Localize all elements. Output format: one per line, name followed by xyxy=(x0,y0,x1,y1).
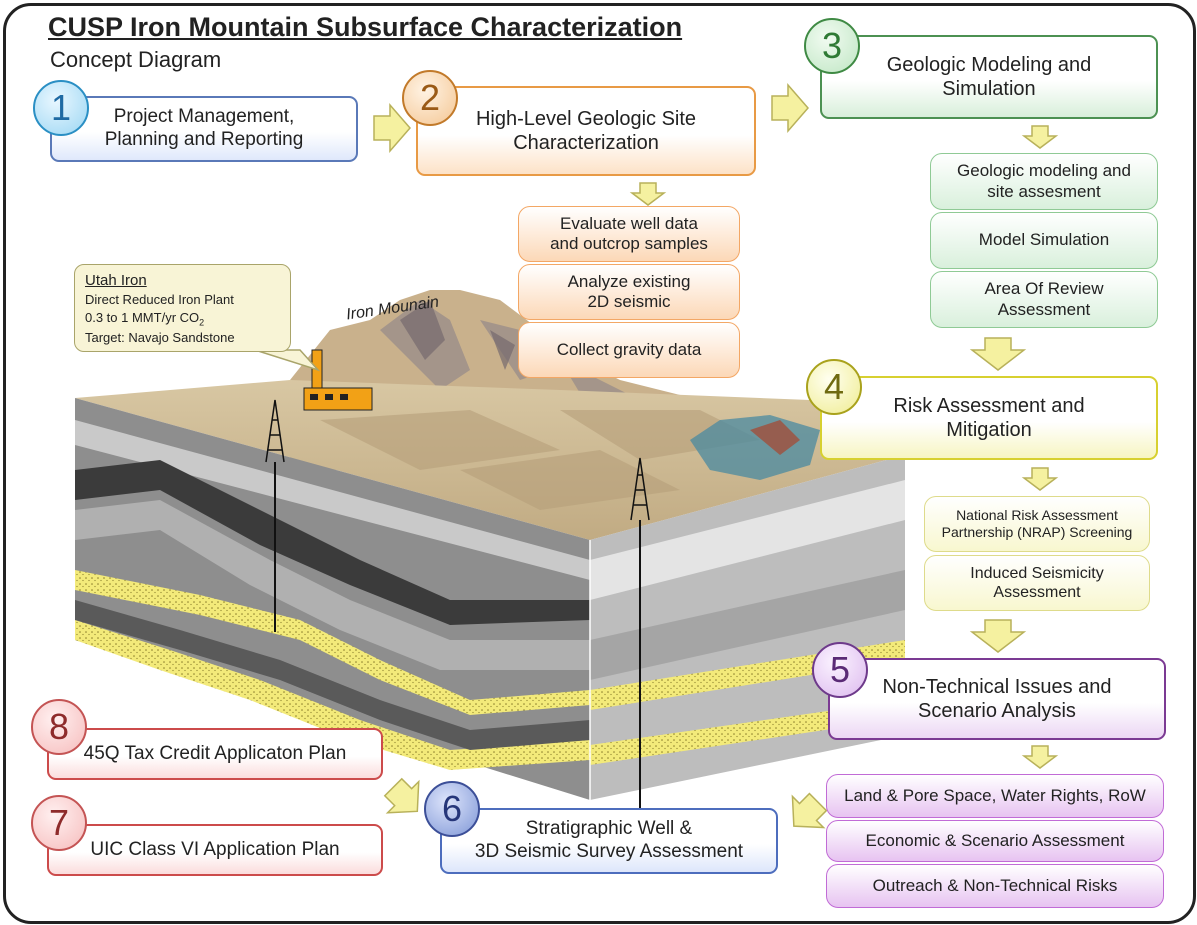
substep-line-1: Induced Seismicity xyxy=(970,564,1104,582)
callout-line-2: 0.3 to 1 MMT/yr CO xyxy=(85,309,200,325)
mountain-shadow-dark xyxy=(400,300,515,370)
callout-line-3: Target: Navajo Sandstone xyxy=(85,329,235,345)
step-1-line-2: Planning and Reporting xyxy=(104,129,304,150)
step-3-number-badge: 3 xyxy=(804,18,860,74)
step-6-line-2: 3D Seismic Survey Assessment xyxy=(474,841,744,862)
arrow-3-to-4 xyxy=(969,337,1027,371)
step-7-uic-class-vi-box: UIC Class VI Application Plan xyxy=(47,824,383,876)
step-4-line-1: Risk Assessment and xyxy=(893,395,1085,417)
arrow-5-down xyxy=(1021,745,1059,769)
step-4-line-2: Mitigation xyxy=(946,419,1032,441)
stratum-dark-2 xyxy=(75,600,590,750)
step-1-number-badge: 1 xyxy=(33,80,89,136)
arrow-2-to-3 xyxy=(771,82,809,134)
surface-fields xyxy=(320,410,760,510)
step-5-substep-outreach: Outreach & Non-Technical Risks xyxy=(826,864,1164,908)
substep-line-1: Geologic modeling and xyxy=(957,161,1131,181)
utah-iron-callout: Utah Iron Direct Reduced Iron Plant 0.3 … xyxy=(74,264,291,352)
step-3-line-1: Geologic Modeling and xyxy=(886,54,1092,76)
step-2-line-1: High-Level Geologic Site xyxy=(475,108,697,130)
substep-line-1: Analyze existing xyxy=(567,271,691,291)
arrow-2-down xyxy=(629,182,667,206)
side-stratum-light xyxy=(590,480,905,600)
step-2-substep-gravity-data: Collect gravity data xyxy=(518,322,740,378)
surface-vegetation-red xyxy=(750,420,800,455)
step-3-line-2: Simulation xyxy=(942,78,1036,100)
step-4-number-badge: 4 xyxy=(806,359,862,415)
callout-line-1: Direct Reduced Iron Plant xyxy=(85,292,234,308)
substep-line-1: Model Simulation xyxy=(978,230,1110,250)
arrow-1-to-2 xyxy=(373,102,411,154)
step-2-number-badge: 2 xyxy=(402,70,458,126)
arrow-4-to-5 xyxy=(969,619,1027,653)
arrow-3-down xyxy=(1021,125,1059,149)
substep-line-2: site assesment xyxy=(987,181,1101,201)
step-6-line-1: Stratigraphic Well & xyxy=(525,818,693,840)
stratum-dark-1 xyxy=(75,460,590,625)
callout-heading: Utah Iron xyxy=(85,272,147,289)
step-6-stratigraphic-well-box: Stratigraphic Well &3D Seismic Survey As… xyxy=(440,808,778,874)
callout-line-2-subscript: 2 xyxy=(199,317,205,328)
substep-line-2: Partnership (NRAP) Screening xyxy=(941,524,1133,540)
step-1-line-1: Project Management, xyxy=(113,106,295,128)
stratum-light-1 xyxy=(75,420,590,580)
substep-line-1: Evaluate well data xyxy=(560,213,698,233)
drilling-rig-icon-right xyxy=(630,457,650,810)
step-5-substep-economic: Economic & Scenario Assessment xyxy=(826,820,1164,862)
stratum-sandstone-1 xyxy=(75,570,590,715)
arrow-6-to-7-8 xyxy=(383,777,420,814)
flow-arrows xyxy=(373,82,1059,829)
page-title: CUSP Iron Mountain Subsurface Characteri… xyxy=(48,12,683,42)
side-stratum-mid xyxy=(590,570,905,680)
step-3-substep-model-simulation: Model Simulation xyxy=(930,212,1158,269)
arrow-5-to-6 xyxy=(791,792,828,829)
substep-line-2: and outcrop samples xyxy=(550,234,708,253)
substep-line-1: Area Of Review xyxy=(984,279,1104,299)
stratum-sandstone-2 xyxy=(75,620,590,770)
step-8-tax-credit-box: 45Q Tax Credit Applicaton Plan xyxy=(47,728,383,780)
iron-plant-icon xyxy=(303,349,373,411)
drilling-rig-icon-left xyxy=(265,399,285,632)
stratum-mid-1 xyxy=(75,500,590,670)
substep-line-2: 2D seismic xyxy=(587,292,671,311)
substep-line-2: Assessment xyxy=(993,584,1081,601)
arrow-4-down xyxy=(1021,467,1059,491)
step-7-number-badge: 7 xyxy=(31,795,87,851)
substep-line-2: Assessment xyxy=(997,299,1091,319)
callout-pointer xyxy=(254,349,321,372)
step-5-substep-land-rights: Land & Pore Space, Water Rights, RoW xyxy=(826,774,1164,818)
page-subtitle: Concept Diagram xyxy=(50,47,222,72)
step-5-number-badge: 5 xyxy=(812,642,868,698)
step-5-line-2: Scenario Analysis xyxy=(918,700,1076,722)
side-stratum-sand-2 xyxy=(590,700,905,765)
step-6-number-badge: 6 xyxy=(424,781,480,837)
step-1-project-management-box: Project Management,Planning and Reportin… xyxy=(50,96,358,162)
step-8-number-badge: 8 xyxy=(31,699,87,755)
substep-line-1: Collect gravity data xyxy=(556,339,702,359)
step-5-line-1: Non-Technical Issues and xyxy=(882,676,1112,698)
substep-line-1: National Risk Assessment xyxy=(956,507,1118,524)
step-2-line-2: Characterization xyxy=(513,132,659,154)
